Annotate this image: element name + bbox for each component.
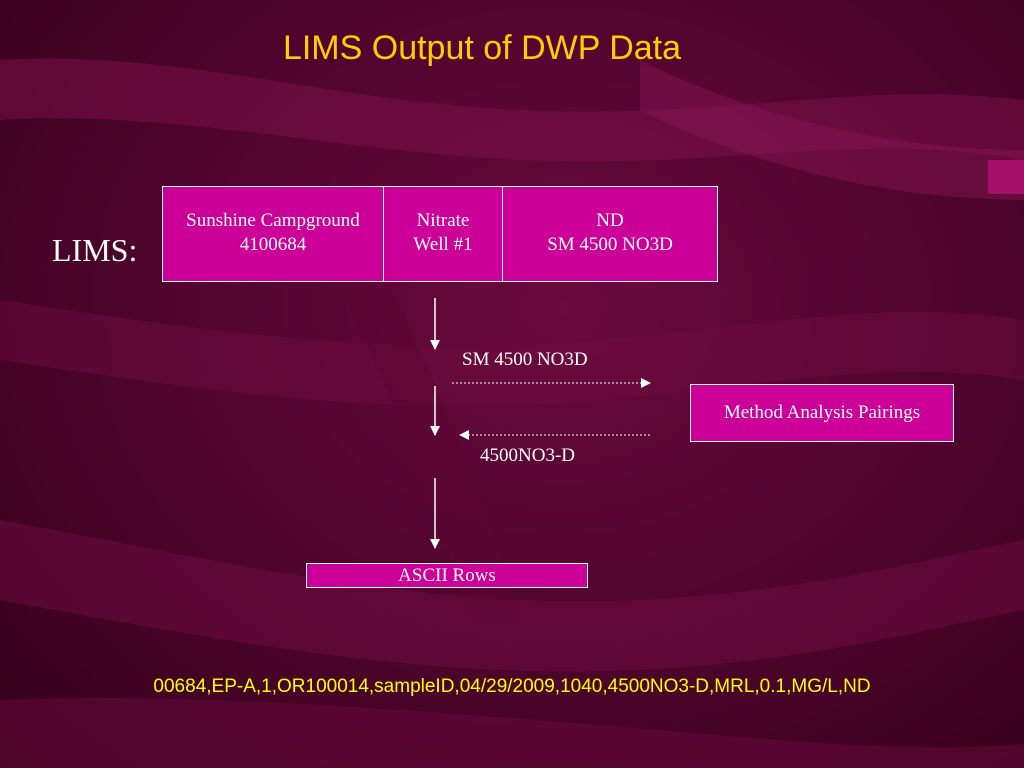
wave-lower [0, 520, 1024, 672]
record-cell-analyte: Nitrate Well #1 [384, 187, 503, 281]
analyte-name: Nitrate [416, 210, 470, 231]
ascii-output-row: 00684,EP-A,1,OR100014,sampleID,04/29/200… [153, 676, 871, 697]
lims-label: LIMS: [52, 232, 138, 268]
wave-top [0, 58, 1024, 162]
sample-point: Well #1 [413, 234, 473, 255]
wave-upper-right [640, 60, 1024, 200]
edge-accent [988, 160, 1024, 194]
result-method: SM 4500 NO3D [547, 234, 673, 255]
system-id: 4100684 [239, 234, 307, 255]
method-pairings-box: Method Analysis Pairings [690, 384, 954, 442]
system-name: Sunshine Campground [186, 210, 360, 231]
result-value: ND [596, 210, 624, 231]
record-cell-system: Sunshine Campground 4100684 [163, 187, 384, 281]
lims-record-box: Sunshine Campground 4100684 Nitrate Well… [162, 186, 718, 282]
wave-diagonal [300, 200, 520, 620]
forward-method-label: SM 4500 NO3D [462, 349, 588, 370]
wave-bottom [0, 698, 1024, 768]
slide-title: LIMS Output of DWP Data [282, 29, 682, 67]
ascii-rows-box: ASCII Rows [306, 563, 588, 588]
wave-middle [0, 300, 1024, 407]
record-cell-result: ND SM 4500 NO3D [503, 187, 717, 281]
return-method-label: 4500NO3-D [480, 445, 575, 466]
